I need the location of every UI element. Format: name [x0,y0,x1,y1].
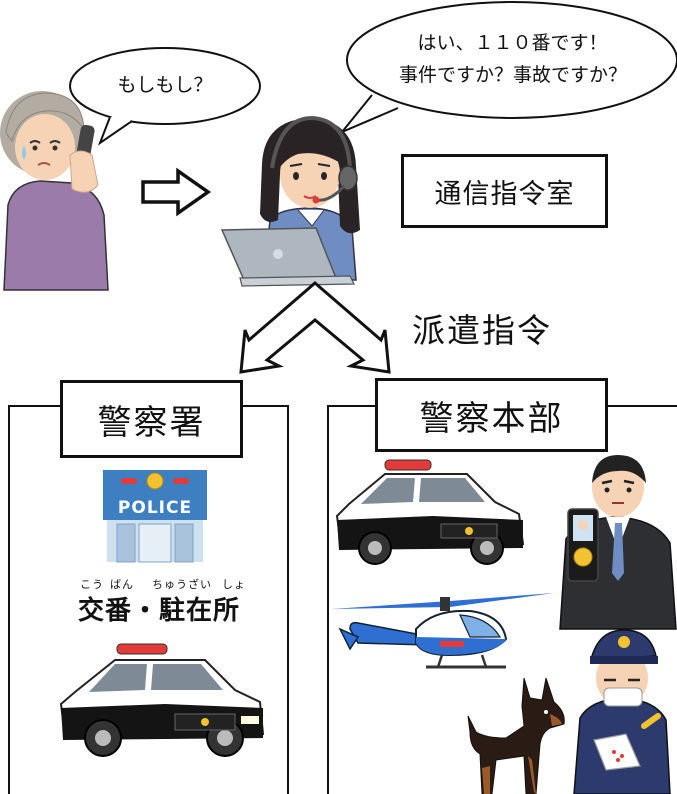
koban-ruby-4: ざい [188,578,212,591]
operator-speech-line2: 事件ですか？事故ですか？ [398,64,627,86]
police-helicopter-illustration [332,593,554,669]
police-hq-title-text: 警察本部 [419,398,564,439]
koban-ruby-5: しょ [222,578,246,591]
koban-building-illustration [103,470,207,563]
koban-label: 交番・駐在所 [78,596,241,626]
dispatcher-operator-illustration [220,115,360,287]
operator-speech-line1: はい、１１０番です！ [417,32,608,54]
police-station-title-text: 警察署 [97,402,206,443]
split-dispatch-arrow-icon [239,281,391,374]
right-arrow-icon [141,167,212,217]
koban-ruby-1: こう [80,578,104,591]
koban-ruby-3: ちゅう [152,578,188,591]
police-hq-title: 警察本部 [375,378,608,452]
caller-speech-text: もしもし？ [117,74,213,96]
forensic-officer-illustration [573,629,671,794]
dispatch-order-label: 派遣指令 [412,311,552,350]
command-center-label-text: 通信指令室 [434,178,575,210]
command-center-label: 通信指令室 [401,154,608,228]
koban-ruby-2: ばん [110,578,134,591]
patrol-car-illustration [59,643,265,757]
police-station-title: 警察署 [60,380,243,458]
police-dog-illustration [467,677,565,794]
elderly-caller-illustration [0,91,109,291]
detective-illustration [559,455,677,630]
koban-police-sign: POLICE [117,498,193,518]
hq-patrol-car-illustration [335,459,525,565]
